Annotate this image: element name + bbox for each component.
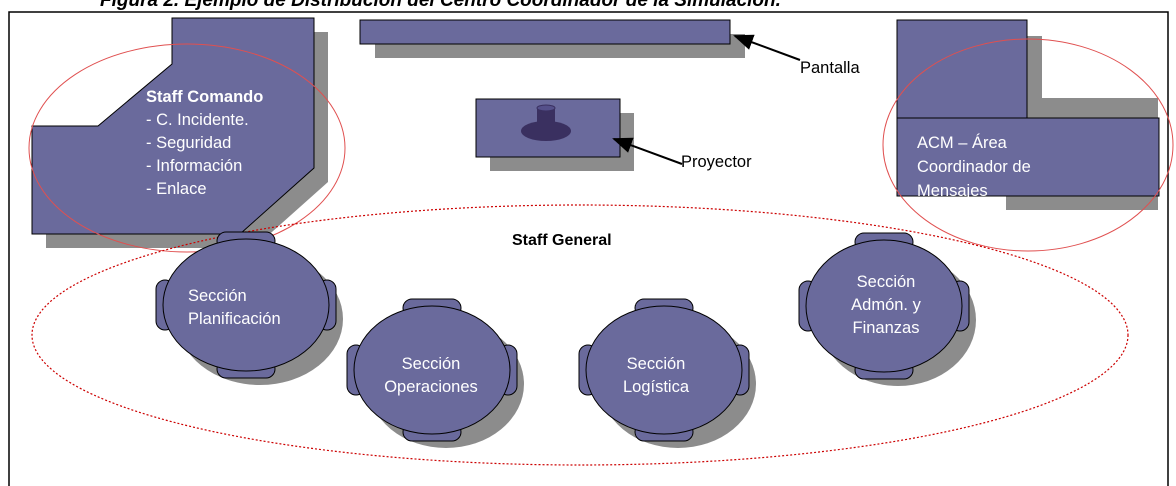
staff-comando-item: - Enlace	[146, 180, 207, 198]
section-label-logistica: Sección Logística	[622, 355, 690, 396]
staff-comando-heading: Staff Comando	[146, 88, 264, 106]
diagram-frame	[8, 11, 1169, 486]
section-label-admon: Sección Admón. y Finanzas	[851, 273, 921, 337]
staff-comando-ellipse	[28, 43, 346, 253]
table-top	[805, 239, 963, 373]
table-top	[585, 305, 743, 435]
proyector-label: Proyector	[681, 153, 752, 171]
staff-general-label: Staff General	[512, 232, 612, 249]
table-logistica	[578, 298, 756, 448]
table-top	[353, 305, 511, 435]
staff-general-ellipse	[31, 204, 1129, 466]
table-top	[162, 238, 330, 372]
staff-comando-item: - Información	[146, 157, 243, 175]
pantalla-label: Pantalla	[800, 59, 860, 77]
staff-comando-item: - Seguridad	[146, 134, 232, 152]
figure-title: Figura 2. Ejemplo de Distribución del Ce…	[100, 0, 781, 11]
table-planificacion	[155, 231, 343, 385]
proyector-arrow	[612, 137, 683, 165]
projector-table	[475, 98, 634, 171]
projector-icon	[521, 104, 571, 141]
table-admon	[798, 232, 976, 386]
acm-label: ACM – Área Coordinador de Mensajes	[917, 134, 1031, 200]
acm-desk	[896, 19, 1160, 210]
staff-comando-item: - C. Incidente.	[146, 111, 249, 129]
staff-comando-label: Staff Comando - C. Incidente. - Segurida…	[146, 86, 263, 201]
screen-bar	[359, 19, 745, 58]
table-operaciones	[346, 298, 524, 448]
section-label-planificacion: Sección Planificación	[188, 287, 281, 328]
acm-ellipse	[882, 38, 1174, 252]
staff-comando-desk	[31, 17, 328, 248]
section-label-operaciones: Sección Operaciones	[384, 355, 478, 396]
pantalla-arrow	[733, 34, 801, 61]
